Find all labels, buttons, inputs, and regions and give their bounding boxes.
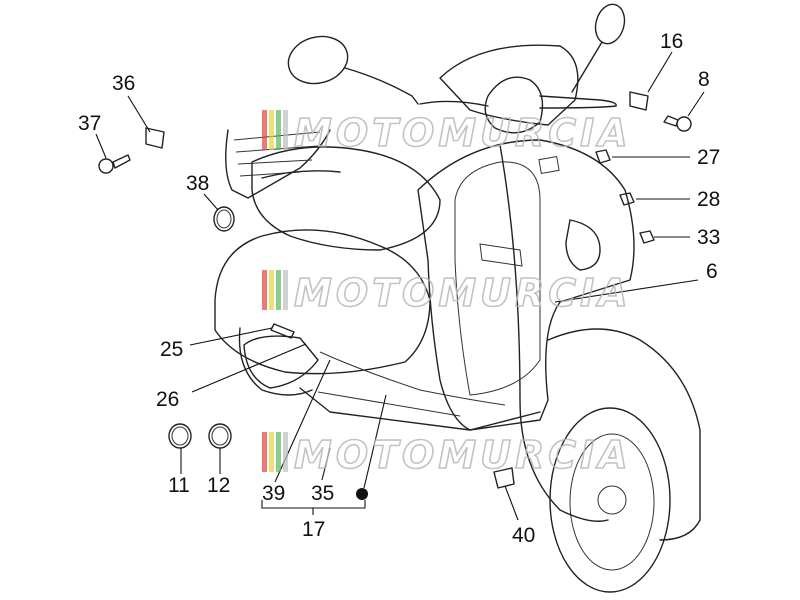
left-mirror-stem: [344, 67, 419, 105]
callout-40: 40: [512, 524, 535, 547]
front-leg-shield: [417, 139, 635, 431]
clamp-band-38: [213, 206, 235, 232]
callout-39: 39: [262, 482, 285, 505]
front-badge: [538, 155, 560, 175]
screw-head-37: [98, 158, 114, 174]
small-parts: [98, 91, 692, 500]
watermark-text: MOTOMURCIA: [294, 271, 632, 315]
callout-38: 38: [186, 172, 209, 195]
handlebar-right: [539, 95, 617, 109]
callout-26: 26: [156, 388, 179, 411]
headset: [484, 76, 544, 134]
clamp-band-11: [168, 423, 192, 449]
windscreen: [439, 44, 579, 126]
callout-11: 11: [168, 474, 190, 497]
kit-dot: [356, 488, 368, 500]
callout-12: 12: [207, 474, 230, 497]
spring-nut-16: [629, 91, 649, 111]
front-rim: [569, 433, 655, 571]
handlebar-left: [419, 100, 489, 107]
harness-branch: [319, 351, 506, 406]
callout-6: 6: [706, 260, 718, 283]
callout-8: 8: [698, 68, 710, 91]
callout-27: 27: [697, 146, 720, 169]
front-mudguard: [547, 328, 701, 541]
front-hub: [597, 485, 627, 515]
callout-37: 37: [78, 112, 101, 135]
right-mirror-stem: [571, 41, 603, 93]
connector-28: [619, 192, 635, 206]
watermark-middle: MOTOMURCIA: [262, 270, 632, 316]
callout-28: 28: [697, 188, 720, 211]
watermark-bottom: MOTOMURCIA: [262, 432, 632, 478]
horn-grille: [565, 219, 601, 271]
connector-27: [595, 149, 611, 164]
part-40: [493, 467, 515, 489]
inner-leg-shield: [454, 161, 541, 396]
front-wheel: [549, 407, 671, 593]
callout-33: 33: [697, 226, 720, 249]
callout-36: 36: [112, 72, 135, 95]
screw-head-8: [676, 116, 692, 132]
callout-labels: 36 37 38 16 8 27 28 33 6 25 26 11 12 39 …: [78, 30, 720, 547]
spring-nut-36: [145, 127, 165, 149]
wiring-harness: [499, 144, 609, 522]
seat-seam: [261, 170, 341, 179]
rear-wheel: [238, 327, 313, 396]
screw-shank-8: [663, 115, 679, 127]
left-mirror: [287, 35, 349, 85]
scooter-illustration: [214, 3, 701, 593]
footboard: [299, 387, 541, 431]
watermark-text: MOTOMURCIA: [294, 111, 632, 155]
callout-16: 16: [660, 30, 683, 53]
watermark-text: MOTOMURCIA: [294, 433, 632, 477]
seat: [251, 146, 441, 251]
callout-17: 17: [302, 518, 325, 541]
callout-35: 35: [311, 482, 334, 505]
connector-33: [639, 230, 655, 244]
inner-grille: [479, 243, 523, 267]
screw-shank-37: [112, 154, 131, 169]
callout-25: 25: [160, 338, 183, 361]
watermark-top: MOTOMURCIA: [262, 110, 632, 156]
right-mirror: [594, 3, 626, 45]
exhaust: [243, 335, 319, 389]
rear-rack: [225, 129, 331, 199]
footboard-rail: [317, 391, 461, 417]
